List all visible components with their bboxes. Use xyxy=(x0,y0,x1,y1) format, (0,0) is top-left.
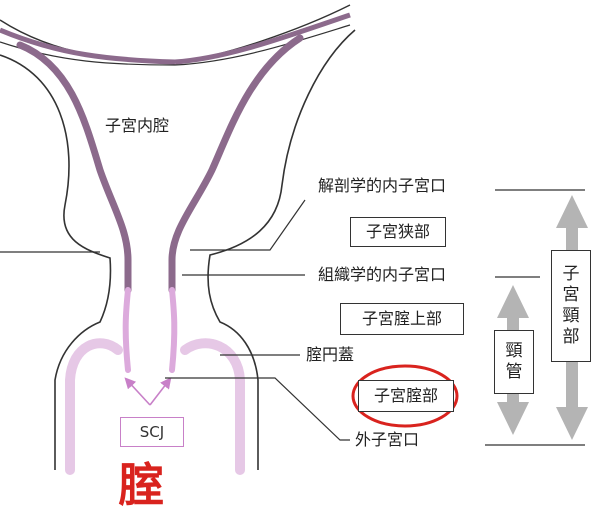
canal-left xyxy=(122,287,131,373)
label-fornix: 腟円蓋 xyxy=(306,345,355,364)
leader-anatomical-internal-os xyxy=(190,199,306,251)
box-isthmus: 子宮狭部 xyxy=(350,217,446,247)
box-vaginal-portion: 子宮腟部 xyxy=(358,380,454,412)
cavity-wall-left xyxy=(16,41,132,294)
canal-vertical-label: 頸 管 xyxy=(494,330,534,394)
highlight-circle xyxy=(351,364,459,428)
vagina-label: 腟 xyxy=(118,458,164,512)
vaginal-wall-right xyxy=(180,338,245,475)
cervix-vertical-label: 子 宮 頸 部 xyxy=(551,250,591,362)
cavity-wall-right xyxy=(168,34,304,294)
scj-arrow-right xyxy=(149,377,172,406)
label-uterine-cavity: 子宮内腔 xyxy=(105,116,170,135)
scj-arrow-left xyxy=(124,377,151,406)
tube-left xyxy=(0,27,176,65)
label-histological-internal-os: 組織学的内子宮口 xyxy=(318,265,447,284)
tube-right xyxy=(174,12,351,65)
box-supravaginal: 子宮腟上部 xyxy=(340,303,464,335)
leader-external-os xyxy=(165,377,350,441)
label-external-os: 外子宮口 xyxy=(355,430,420,449)
scj-box: SCJ xyxy=(120,417,184,447)
label-anatomical-internal-os: 解剖学的内子宮口 xyxy=(318,176,447,195)
uterus-outline-left xyxy=(0,54,112,470)
canal-right xyxy=(169,287,178,373)
vaginal-wall-left xyxy=(65,338,123,475)
uterus-outline-right xyxy=(207,29,356,470)
